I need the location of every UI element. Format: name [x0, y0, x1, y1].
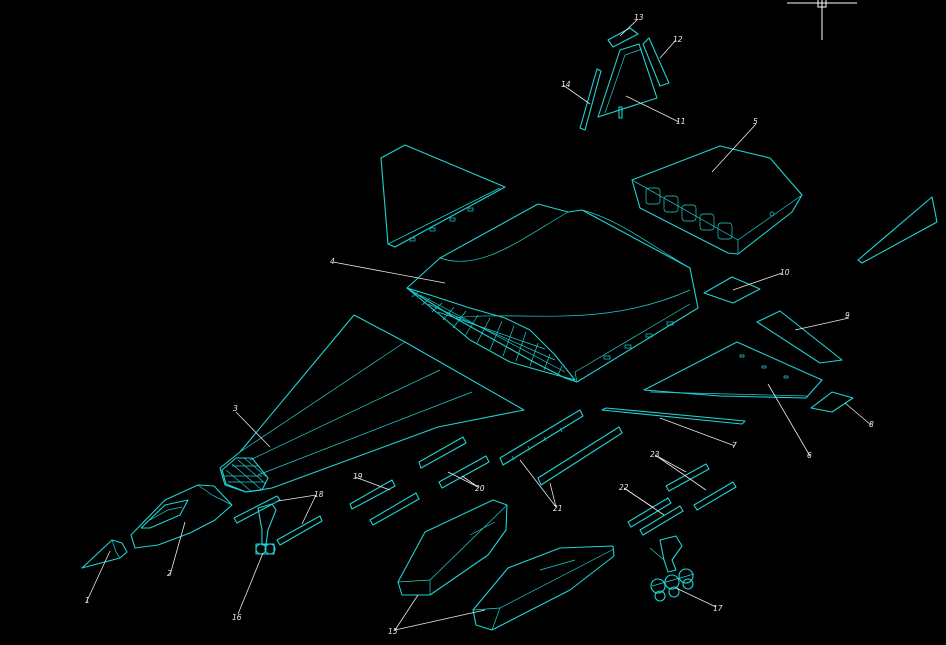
part-beams-center	[499, 409, 623, 486]
callout-18: 18	[314, 490, 324, 499]
part-wing-box	[631, 145, 803, 255]
callout-5: 5	[753, 117, 758, 126]
callout-23: 23	[650, 450, 660, 459]
callout-labels: 1 2 3 4 5 6 7 8 9 10 11 12 13 14 15 16 1…	[85, 13, 874, 636]
callout-14: 14	[561, 80, 571, 89]
callout-16: 16	[232, 613, 242, 622]
part-main-wing	[406, 203, 699, 383]
callout-17: 17	[713, 604, 723, 613]
callout-9: 9	[845, 311, 850, 320]
ucs-crosshair-icon	[787, 0, 857, 40]
part-access-panel	[703, 276, 761, 304]
part-forward-fuselage	[130, 484, 233, 549]
callout-19: 19	[353, 472, 363, 481]
part-nose-gear	[255, 503, 277, 555]
callout-10: 10	[780, 268, 790, 277]
part-flap-strip	[601, 407, 746, 425]
part-vertical-fin	[380, 144, 506, 248]
part-outer-panel	[857, 196, 938, 264]
part-nose-cone	[81, 539, 128, 569]
part-small-flap	[810, 391, 854, 413]
part-beams-right	[627, 463, 737, 536]
part-outer-wing	[643, 341, 823, 399]
part-aileron	[756, 310, 843, 364]
part-fuselage-mid	[219, 314, 525, 493]
callout-21: 21	[553, 504, 563, 513]
callout-7: 7	[732, 441, 737, 450]
callout-12: 12	[673, 35, 683, 44]
callout-8: 8	[869, 420, 874, 429]
callout-15: 15	[388, 627, 398, 636]
leader-lines	[85, 18, 872, 631]
callout-1: 1	[85, 596, 90, 605]
callout-4: 4	[330, 257, 335, 266]
part-vertical-tail	[579, 27, 670, 131]
callout-6: 6	[807, 451, 812, 460]
callout-2: 2	[167, 569, 172, 578]
callout-3: 3	[233, 404, 238, 413]
callout-11: 11	[676, 117, 686, 126]
callout-20: 20	[475, 484, 485, 493]
part-beams-left	[233, 436, 490, 546]
callout-13: 13	[634, 13, 644, 22]
part-main-gear	[649, 535, 695, 602]
part-nacelles	[397, 499, 615, 631]
callout-22: 22	[619, 483, 629, 492]
